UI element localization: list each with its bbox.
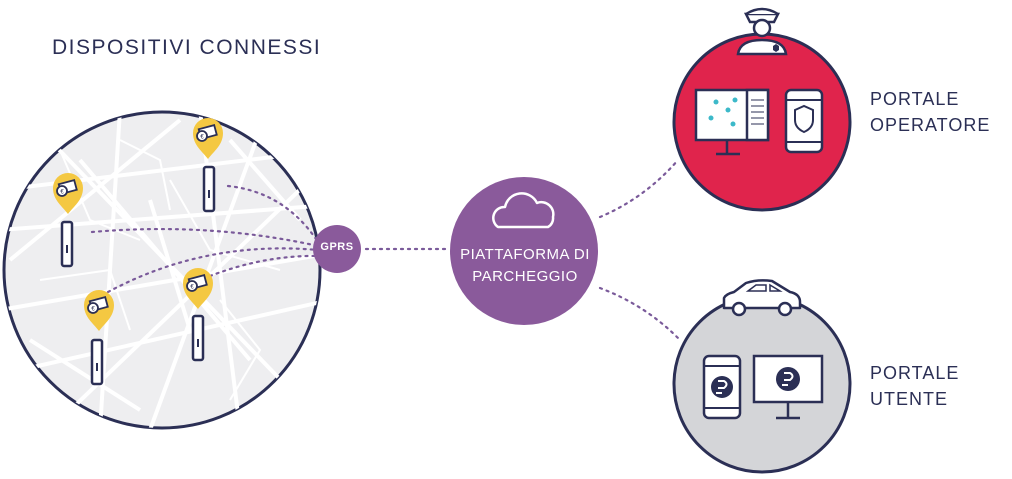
platform-node (450, 177, 598, 325)
car-icon (722, 279, 802, 317)
euro-ticket-pin-icon: € (193, 118, 223, 159)
parking-logo-icon (776, 367, 800, 391)
portale-operatore-line2: OPERATORE (870, 115, 991, 135)
parking-meter-icon (191, 314, 205, 362)
platform-label-line1: PIATTAFORMA DI (460, 246, 590, 263)
svg-text:€: € (190, 285, 194, 291)
platform-label-line2: PARCHEGGIO (472, 268, 578, 285)
svg-text:€: € (60, 190, 64, 196)
euro-ticket-pin-icon: € (84, 290, 114, 331)
portale-operatore-label: PORTALE OPERATORE (870, 86, 990, 138)
phone-icon (784, 88, 824, 154)
device-connections (90, 184, 320, 294)
phone-icon (702, 354, 742, 420)
svg-text:€: € (200, 135, 204, 141)
portale-operatore-line1: PORTALE (870, 89, 960, 109)
portale-utente-label: PORTALE UTENTE (870, 363, 960, 409)
platform-label: PIATTAFORMA DI PARCHEGGIO (450, 244, 600, 288)
monitor-icon (752, 354, 824, 420)
parking-meter-icon (202, 165, 216, 213)
parking-meter-icon (90, 338, 104, 386)
title-dispositivi-connessi: DISPOSITIVI CONNESSI (52, 36, 322, 59)
parking-meter-icon (60, 220, 74, 268)
parking-logo-icon (711, 376, 733, 398)
platform-operator-link (598, 158, 680, 219)
gprs-label: GPRS (320, 241, 354, 253)
user-portal-node (672, 279, 852, 474)
police-officer-icon (736, 7, 788, 56)
euro-ticket-pin-icon: € (183, 268, 213, 309)
shield-icon (794, 104, 814, 134)
svg-text:€: € (91, 307, 95, 313)
city-map (2, 110, 322, 430)
gprs-node (313, 225, 361, 273)
platform-user-link (598, 286, 680, 340)
operator-portal-node (672, 7, 852, 212)
cloud-icon (492, 192, 555, 229)
monitor-icon (694, 88, 770, 156)
euro-ticket-pin-icon: € (53, 173, 83, 214)
